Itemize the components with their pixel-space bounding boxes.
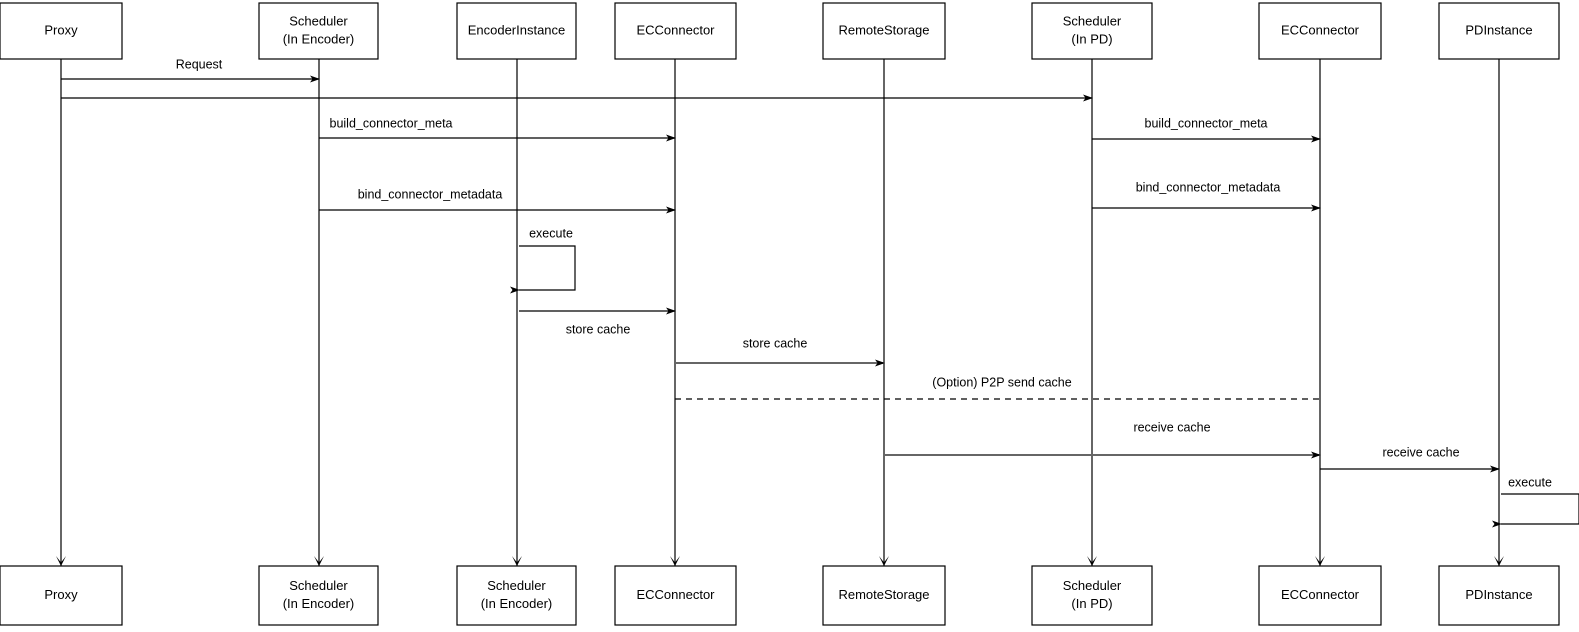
top-participant-box-ecconnector-left bbox=[614, 2, 737, 60]
lifeline-arrowhead-scheduler-pd bbox=[1087, 556, 1097, 566]
message-store-cache-encoder-to-ecconnector[interactable]: store cache bbox=[519, 307, 676, 336]
self-message-label-execute-pd: execute bbox=[1508, 475, 1552, 489]
self-message-line-execute-pd bbox=[1492, 493, 1579, 528]
top-participant-label-ecconnector-left: ECConnector bbox=[636, 22, 715, 37]
top-participant-encoder-instance[interactable]: EncoderInstance bbox=[456, 2, 577, 60]
top-participant-box-encoder-instance bbox=[456, 2, 577, 60]
self-message-execute-encoder[interactable]: execute bbox=[510, 226, 576, 294]
top-participant-sublabel-scheduler-pd: (In PD) bbox=[1071, 31, 1112, 46]
bottom-participant-label-scheduler-encoder: Scheduler bbox=[289, 578, 348, 593]
bottom-participant-box-scheduler-pd bbox=[1031, 565, 1153, 626]
top-participant-box-proxy bbox=[0, 2, 123, 60]
bottom-participant-sublabel-encoder-instance: (In Encoder) bbox=[481, 596, 553, 611]
message-label-receive-cache-remote-to-ecconnector: receive cache bbox=[1133, 420, 1210, 434]
top-participant-box-ecconnector-right bbox=[1258, 2, 1382, 60]
messages-layer: Request build_connector_meta build_connect… bbox=[61, 57, 1500, 473]
bottom-participant-encoder-instance[interactable]: Scheduler (In Encoder) bbox=[456, 565, 577, 626]
bottom-participant-boxes: Proxy Scheduler (In Encoder) Scheduler (In E… bbox=[0, 565, 1560, 626]
top-participant-box-scheduler-pd bbox=[1031, 2, 1153, 60]
bottom-participant-scheduler-encoder[interactable]: Scheduler (In Encoder) bbox=[258, 565, 379, 626]
message-request[interactable]: Request bbox=[61, 57, 320, 83]
message-label-bind-connector-metadata-left: bind_connector_metadata bbox=[358, 187, 503, 201]
message-build-connector-meta-right[interactable]: build_connector_meta bbox=[1092, 116, 1321, 143]
message-label-request: Request bbox=[176, 57, 223, 71]
bottom-participant-label-scheduler-pd: Scheduler bbox=[1063, 578, 1122, 593]
bottom-participant-remote-storage[interactable]: RemoteStorage bbox=[822, 565, 946, 626]
bottom-participant-box-encoder-instance bbox=[456, 565, 577, 626]
lifeline-arrowhead-ecconnector-right bbox=[1315, 556, 1325, 566]
message-receive-cache-ecconnector-to-pd[interactable]: receive cache bbox=[1320, 445, 1500, 473]
top-participant-label-ecconnector-right: ECConnector bbox=[1281, 22, 1360, 37]
top-participant-pd-instance[interactable]: PDInstance bbox=[1438, 2, 1560, 60]
message-bind-connector-metadata-right[interactable]: bind_connector_metadata bbox=[1092, 180, 1321, 212]
message-label-bind-connector-metadata-right: bind_connector_metadata bbox=[1136, 180, 1281, 194]
bottom-participant-label-remote-storage: RemoteStorage bbox=[838, 587, 929, 602]
message-label-build-connector-meta-left: build_connector_meta bbox=[330, 116, 453, 130]
lifeline-arrowhead-pd-instance bbox=[1494, 556, 1504, 566]
bottom-participant-box-proxy bbox=[0, 565, 123, 626]
top-participant-box-scheduler-encoder bbox=[258, 2, 379, 60]
lifelines-layer bbox=[56, 59, 1504, 566]
message-p2p-send-cache[interactable]: (Option) P2P send cache bbox=[675, 375, 1320, 400]
bottom-participant-pd-instance[interactable]: PDInstance bbox=[1438, 565, 1560, 626]
lifeline-arrowhead-remote-storage bbox=[879, 556, 889, 566]
top-participant-ecconnector-right[interactable]: ECConnector bbox=[1258, 2, 1382, 60]
top-participant-label-encoder-instance: EncoderInstance bbox=[468, 22, 566, 37]
bottom-participant-sublabel-scheduler-pd: (In PD) bbox=[1071, 596, 1112, 611]
bottom-participant-label-proxy: Proxy bbox=[44, 587, 78, 602]
top-participant-label-scheduler-encoder: Scheduler bbox=[289, 13, 348, 28]
bottom-participant-box-ecconnector-right bbox=[1258, 565, 1382, 626]
top-participant-remote-storage[interactable]: RemoteStorage bbox=[822, 2, 946, 60]
top-participant-label-remote-storage: RemoteStorage bbox=[838, 22, 929, 37]
bottom-participant-label-ecconnector-left: ECConnector bbox=[636, 587, 715, 602]
top-participant-proxy[interactable]: Proxy bbox=[0, 2, 123, 60]
top-participant-scheduler-encoder[interactable]: Scheduler (In Encoder) bbox=[258, 2, 379, 60]
bottom-participant-scheduler-pd[interactable]: Scheduler (In PD) bbox=[1031, 565, 1153, 626]
message-build-connector-meta-left[interactable]: build_connector_meta bbox=[319, 116, 676, 142]
bottom-participant-box-ecconnector-left bbox=[614, 565, 737, 626]
top-participant-boxes: Proxy Scheduler (In Encoder) EncoderInstanc… bbox=[0, 2, 1560, 60]
message-receive-cache-remote-to-ecconnector[interactable]: receive cache bbox=[884, 420, 1321, 459]
self-message-execute-pd[interactable]: execute bbox=[1492, 475, 1579, 528]
top-participant-label-scheduler-pd: Scheduler bbox=[1063, 13, 1122, 28]
bottom-participant-proxy[interactable]: Proxy bbox=[0, 565, 123, 626]
bottom-participant-label-encoder-instance: Scheduler bbox=[487, 578, 546, 593]
bottom-participant-ecconnector-right[interactable]: ECConnector bbox=[1258, 565, 1382, 626]
top-participant-scheduler-pd[interactable]: Scheduler (In PD) bbox=[1031, 2, 1153, 60]
self-message-label-execute-encoder: execute bbox=[529, 226, 573, 240]
bottom-participant-box-pd-instance bbox=[1438, 565, 1560, 626]
bottom-participant-ecconnector-left[interactable]: ECConnector bbox=[614, 565, 737, 626]
bottom-participant-sublabel-scheduler-encoder: (In Encoder) bbox=[283, 596, 355, 611]
lifeline-arrowhead-ecconnector-left bbox=[670, 556, 680, 566]
top-participant-label-pd-instance: PDInstance bbox=[1465, 22, 1532, 37]
top-participant-ecconnector-left[interactable]: ECConnector bbox=[614, 2, 737, 60]
lifeline-arrowhead-proxy bbox=[56, 556, 66, 566]
bottom-participant-box-remote-storage bbox=[822, 565, 946, 626]
message-store-cache-ecconnector-to-remote[interactable]: store cache bbox=[675, 336, 885, 367]
message-label-build-connector-meta-right: build_connector_meta bbox=[1145, 116, 1268, 130]
message-label-store-cache-ecconnector-to-remote: store cache bbox=[743, 336, 808, 350]
message-label-store-cache-encoder-to-ecconnector: store cache bbox=[566, 322, 631, 336]
bottom-participant-label-ecconnector-right: ECConnector bbox=[1281, 587, 1360, 602]
top-participant-box-pd-instance bbox=[1438, 2, 1560, 60]
self-messages-layer: execute execute bbox=[510, 226, 1579, 528]
message-label-receive-cache-ecconnector-to-pd: receive cache bbox=[1382, 445, 1459, 459]
lifeline-arrowhead-scheduler-encoder bbox=[314, 556, 324, 566]
top-participant-box-remote-storage bbox=[822, 2, 946, 60]
bottom-participant-box-scheduler-encoder bbox=[258, 565, 379, 626]
self-message-line-execute-encoder bbox=[510, 245, 576, 294]
top-participant-sublabel-scheduler-encoder: (In Encoder) bbox=[283, 31, 355, 46]
message-label-p2p-send-cache: (Option) P2P send cache bbox=[932, 375, 1071, 389]
bottom-participant-label-pd-instance: PDInstance bbox=[1465, 587, 1532, 602]
message-bind-connector-metadata-left[interactable]: bind_connector_metadata bbox=[319, 187, 676, 214]
top-participant-label-proxy: Proxy bbox=[44, 22, 78, 37]
lifeline-arrowhead-encoder-instance bbox=[512, 556, 522, 566]
